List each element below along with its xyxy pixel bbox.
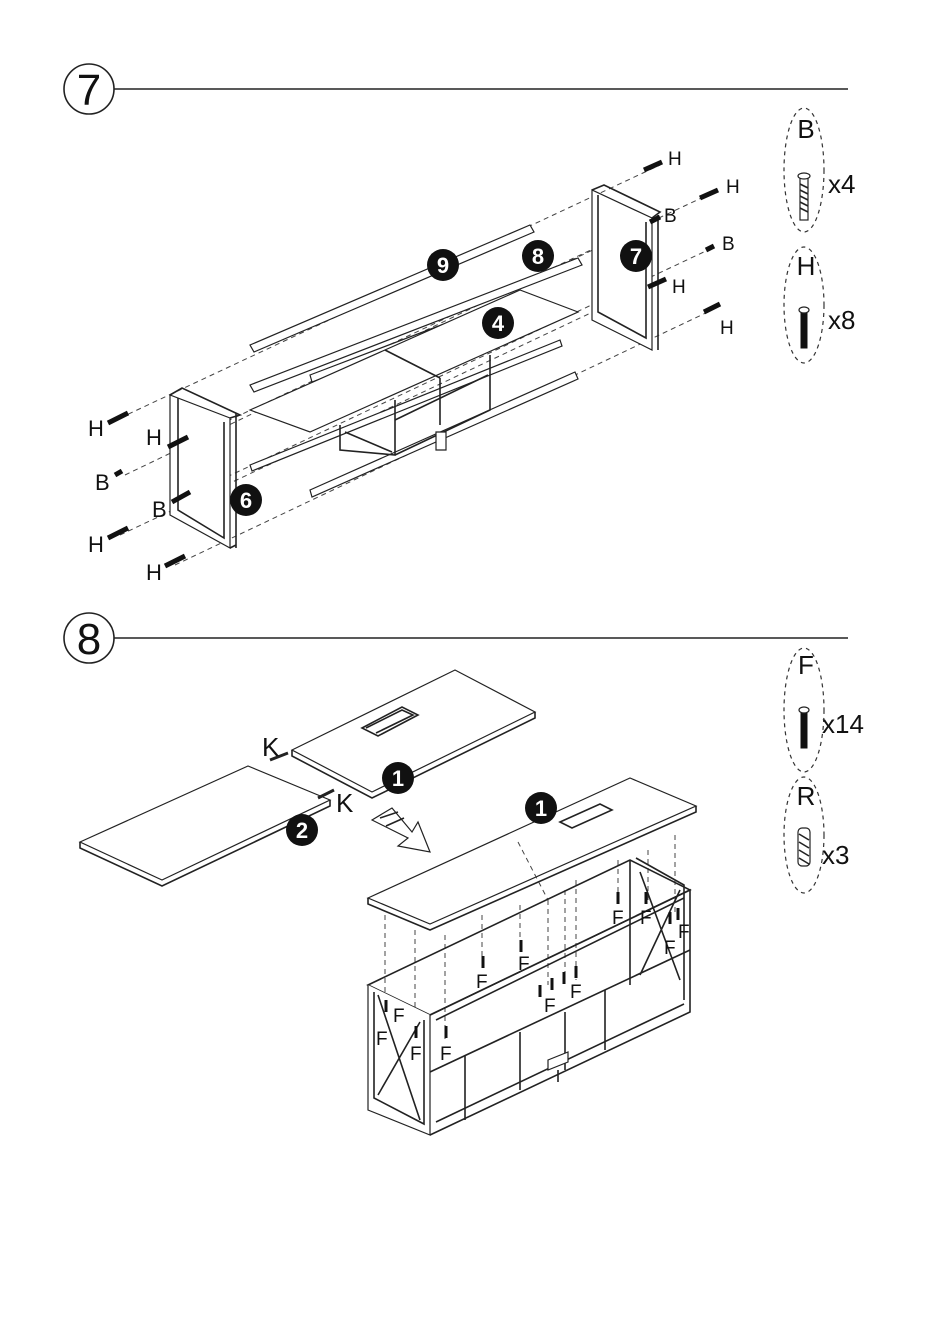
- hardware-qty: x4: [828, 169, 855, 199]
- callout-h: H: [726, 177, 740, 198]
- callout-f: F: [518, 954, 530, 975]
- callout-h: H: [672, 277, 686, 298]
- callout-f: F: [476, 972, 488, 993]
- step-number: 8: [77, 615, 101, 664]
- callout-h: H: [146, 560, 162, 585]
- callout-f: F: [570, 982, 582, 1003]
- frame-drawing-step7: [108, 162, 720, 566]
- callout-f: F: [440, 1044, 452, 1065]
- part-badge: 1: [525, 792, 557, 824]
- callout-f: F: [410, 1044, 422, 1065]
- callout-h: H: [88, 416, 104, 441]
- callout-f: F: [664, 938, 676, 959]
- callout-f: F: [376, 1029, 388, 1050]
- callout-b: B: [152, 497, 167, 522]
- callout-b: B: [664, 206, 677, 227]
- hardware-qty: x14: [822, 709, 864, 739]
- svg-text:7: 7: [630, 244, 642, 269]
- screw-icon: [798, 173, 810, 220]
- step-number: 7: [77, 66, 101, 115]
- svg-text:9: 9: [437, 253, 449, 278]
- callout-k: K: [262, 732, 280, 762]
- dowel-icon: [798, 828, 810, 866]
- callout-b: B: [95, 470, 110, 495]
- step-8: 8 F x14 R x3: [64, 613, 864, 1135]
- hardware-letter: B: [797, 114, 814, 144]
- callout-f: F: [393, 1006, 405, 1027]
- hardware-qty: x8: [828, 305, 855, 335]
- part-badge: 6: [230, 484, 262, 516]
- part-badge: 1: [382, 762, 414, 794]
- callout-k: K: [336, 788, 354, 818]
- hardware-letter: R: [797, 781, 816, 811]
- hardware-h: H x8: [784, 247, 855, 363]
- step-7: 7 B x4 H x8: [64, 64, 855, 585]
- svg-text:4: 4: [492, 311, 505, 336]
- callout-b: B: [722, 234, 735, 255]
- callout-f: F: [612, 908, 624, 929]
- svg-text:6: 6: [240, 488, 252, 513]
- hardware-r: R x3: [784, 777, 849, 893]
- callout-h: H: [146, 425, 162, 450]
- hardware-b: B x4: [784, 108, 855, 232]
- hardware-f: F x14: [784, 648, 864, 772]
- callout-f: F: [640, 908, 652, 929]
- svg-text:2: 2: [296, 818, 308, 843]
- hardware-letter: F: [798, 650, 814, 680]
- hardware-letter: H: [797, 251, 816, 281]
- callout-h: H: [720, 318, 734, 339]
- callout-h: H: [88, 532, 104, 557]
- callout-f: F: [544, 996, 556, 1017]
- svg-text:1: 1: [535, 796, 547, 821]
- part-badge: 2: [286, 814, 318, 846]
- callout-f: F: [678, 922, 690, 943]
- part-badge: 8: [522, 240, 554, 272]
- svg-text:8: 8: [532, 244, 544, 269]
- arrow-icon: [372, 808, 430, 852]
- callout-h: H: [668, 149, 682, 170]
- svg-text:1: 1: [392, 766, 404, 791]
- part-badge: 4: [482, 307, 514, 339]
- bolt-icon: [799, 307, 809, 348]
- screw-icon: [799, 707, 809, 748]
- part-badge: 7: [620, 240, 652, 272]
- part-badge: 9: [427, 249, 459, 281]
- hardware-qty: x3: [822, 840, 849, 870]
